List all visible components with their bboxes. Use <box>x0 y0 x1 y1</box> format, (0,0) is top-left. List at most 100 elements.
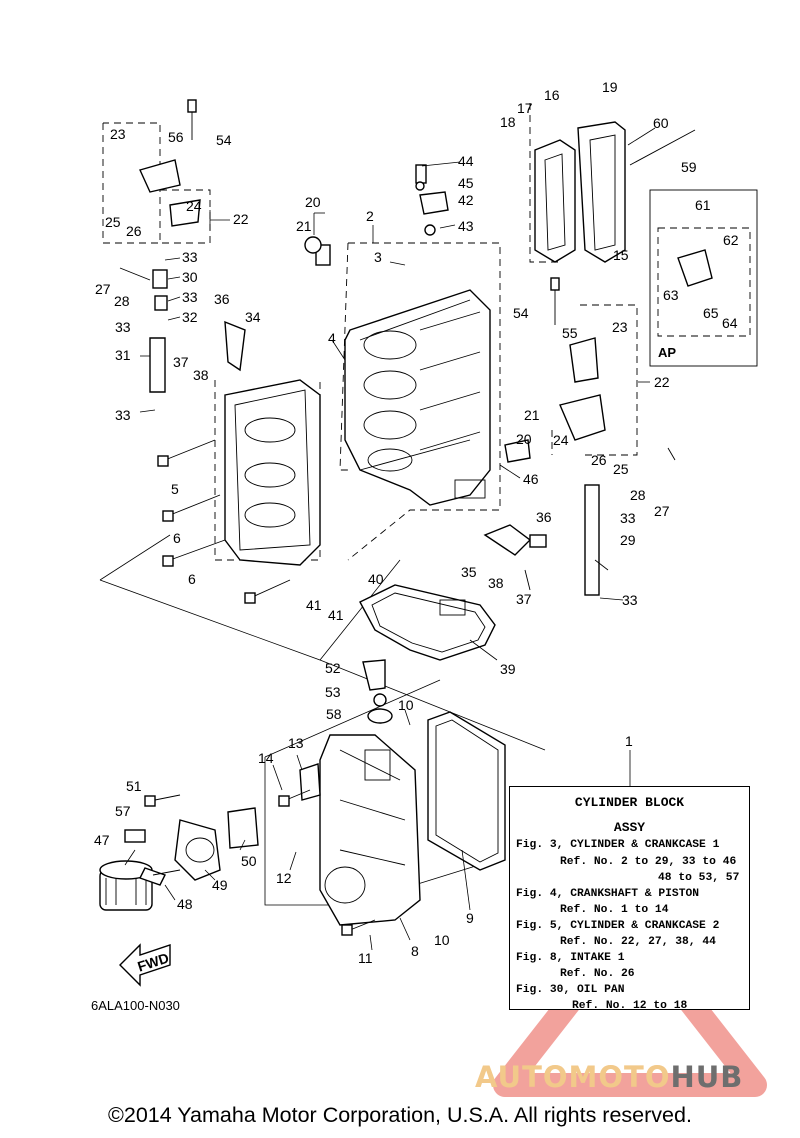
callout-31: 31 <box>115 347 131 363</box>
callout-22b: 22 <box>654 374 670 390</box>
callout-45: 45 <box>458 175 474 191</box>
callout-33c: 33 <box>115 319 131 335</box>
callout-65: 65 <box>703 305 719 321</box>
callout-37a: 37 <box>173 354 189 370</box>
callout-57: 57 <box>115 803 131 819</box>
info-line: 48 to 53, 57 <box>658 872 740 884</box>
callout-2: 2 <box>366 208 374 224</box>
callout-18: 18 <box>500 114 516 130</box>
callout-1: 1 <box>625 733 633 749</box>
callout-52: 52 <box>325 660 341 676</box>
exhaust-cover <box>534 121 626 263</box>
callout-22a: 22 <box>233 211 249 227</box>
callout-21b: 21 <box>524 407 540 423</box>
callout-26b: 26 <box>591 452 607 468</box>
info-line: Fig. 30, OIL PAN <box>516 984 625 996</box>
callout-23a: 23 <box>110 126 126 142</box>
callout-25a: 25 <box>105 214 121 230</box>
info-line: Fig. 3, CYLINDER & CRANKCASE 1 <box>516 839 720 851</box>
callout-62: 62 <box>723 232 739 248</box>
cylinder-block-info-box: CYLINDER BLOCK ASSY Fig. 3, CYLINDER & C… <box>509 786 750 1012</box>
callout-53: 53 <box>325 684 341 700</box>
callout-28b: 28 <box>630 487 646 503</box>
info-line: Ref. No. 26 <box>560 968 635 980</box>
callout-34: 34 <box>245 309 261 325</box>
callout-15: 15 <box>613 247 629 263</box>
callout-38a: 38 <box>193 367 209 383</box>
callout-26a: 26 <box>126 223 142 239</box>
callout-11: 11 <box>358 950 373 966</box>
callout-25b: 25 <box>613 461 629 477</box>
assembly-outlines <box>102 103 758 561</box>
callout-9: 9 <box>466 910 474 926</box>
callout-61: 61 <box>695 197 711 213</box>
info-line: Fig. 5, CYLINDER & CRANKCASE 2 <box>516 920 720 932</box>
callout-10b: 10 <box>434 932 450 948</box>
oil-filter <box>99 819 221 911</box>
callout-5: 5 <box>171 481 179 497</box>
callout-42: 42 <box>458 192 474 208</box>
leader-lines <box>124 127 656 951</box>
callout-19: 19 <box>602 79 618 95</box>
callout-54b: 54 <box>513 305 529 321</box>
info-box-subtitle: ASSY <box>613 820 646 835</box>
info-line: Ref. No. 12 to 18 <box>572 1000 688 1012</box>
callout-24a: 24 <box>186 198 202 214</box>
callouts: 1 2 3 4 5 6 6 8 9 10 10 11 12 13 14 15 1… <box>94 79 739 966</box>
info-box-title: CYLINDER BLOCK <box>574 795 685 810</box>
info-line: Ref. No. 22, 27, 38, 44 <box>560 936 716 948</box>
callout-43: 43 <box>458 218 474 234</box>
callout-55: 55 <box>562 325 578 341</box>
callout-50: 50 <box>241 853 257 869</box>
info-line: Ref. No. 2 to 29, 33 to 46 <box>560 856 737 868</box>
callout-60: 60 <box>653 115 669 131</box>
oil-pan <box>319 734 421 926</box>
callout-41b: 41 <box>328 607 344 623</box>
callout-33e: 33 <box>620 510 636 526</box>
callout-54a: 54 <box>216 132 232 148</box>
cylinder-block <box>344 289 491 506</box>
callout-63: 63 <box>663 287 679 303</box>
sensors <box>124 99 696 843</box>
callout-6a: 6 <box>173 530 181 546</box>
callout-27a: 27 <box>95 281 111 297</box>
callout-51: 51 <box>126 778 142 794</box>
callout-41a: 41 <box>306 597 322 613</box>
callout-49: 49 <box>212 877 228 893</box>
callout-36b: 36 <box>536 509 552 525</box>
callout-4: 4 <box>328 330 336 346</box>
gasket <box>359 584 496 661</box>
callout-27b: 27 <box>654 503 670 519</box>
callout-44: 44 <box>458 153 474 169</box>
callout-56: 56 <box>168 129 184 145</box>
callout-33b: 33 <box>182 289 198 305</box>
variant-label: AP <box>658 345 677 360</box>
callout-14: 14 <box>258 750 274 766</box>
callout-13: 13 <box>288 735 304 751</box>
callout-33d: 33 <box>115 407 131 423</box>
callout-38b: 38 <box>488 575 504 591</box>
watermark-text: AUTOMOTOHUB <box>475 1060 743 1094</box>
callout-20a: 20 <box>305 194 321 210</box>
callout-21a: 21 <box>296 218 312 234</box>
callout-3: 3 <box>374 249 382 265</box>
callout-37b: 37 <box>516 591 532 607</box>
callout-17: 17 <box>517 100 533 116</box>
small-parts <box>139 159 713 849</box>
callout-33f: 33 <box>622 592 638 608</box>
watermark-part1: AUTOMOTO <box>475 1060 671 1094</box>
info-line: Fig. 4, CRANKSHAFT & PISTON <box>516 888 700 900</box>
fwd-arrow-icon: FWD <box>119 943 171 987</box>
callout-58: 58 <box>326 706 342 722</box>
callout-39: 39 <box>500 661 516 677</box>
watermark-part2: HUB <box>670 1060 744 1094</box>
callout-47: 47 <box>94 832 110 848</box>
copyright-notice: ©2014 Yamaha Motor Corporation, U.S.A. A… <box>108 1103 692 1127</box>
oil-pan-gasket <box>427 711 506 871</box>
callout-29: 29 <box>620 532 636 548</box>
callout-46: 46 <box>523 471 539 487</box>
diagram-code: 6ALA100-N030 <box>91 998 180 1013</box>
callout-23b: 23 <box>612 319 628 335</box>
callout-10a: 10 <box>398 697 414 713</box>
